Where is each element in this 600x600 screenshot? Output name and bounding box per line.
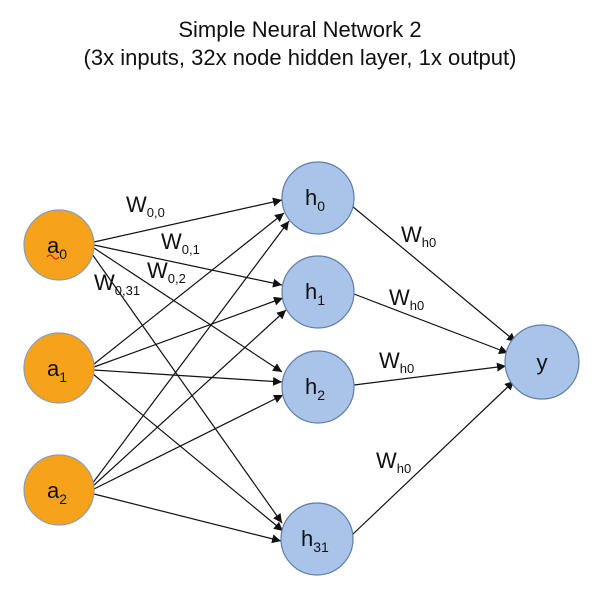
weight-label-w00: W0,0: [126, 192, 165, 220]
node-label-sub: 2: [317, 387, 325, 403]
node-label-base: y: [537, 350, 548, 375]
svg-text:h31: h31: [301, 526, 329, 555]
svg-text:h2: h2: [305, 374, 325, 403]
svg-text:a2: a2: [47, 478, 67, 507]
weight-labels: W0,0 W0,1 W0,2 W0,31 Wh0 Wh0 Wh0 Wh0: [94, 192, 436, 476]
input-node-a2: a2: [23, 454, 95, 526]
edge-a1-h31: [92, 373, 284, 532]
edge-a1-h1: [93, 296, 284, 368]
hidden-node-h31: h31: [280, 502, 354, 576]
edge-a2-h31: [93, 493, 282, 544]
input-node-a1: a1: [23, 332, 95, 404]
node-label-base: h: [305, 374, 317, 399]
edge-a0-h2: [93, 247, 283, 373]
node-label-sub: 1: [317, 292, 325, 308]
edge-a2-h2: [93, 394, 284, 490]
node-label-base: a: [47, 233, 60, 258]
hidden-layer: h0 h1 h2 h31: [280, 161, 355, 576]
weight-label-w02: W0,2: [147, 258, 186, 286]
output-node-y: y: [504, 324, 580, 400]
hidden-node-h2: h2: [281, 350, 355, 424]
hidden-node-h0: h0: [281, 161, 355, 235]
input-node-a0: a0: [23, 209, 95, 281]
node-label-sub: 0: [317, 198, 325, 214]
edge-a0-h1: [93, 244, 283, 288]
edge-h2-y: [353, 362, 507, 386]
node-label-sub: 31: [313, 539, 329, 555]
edge-a1-h2: [93, 369, 283, 386]
hidden-node-h1: h1: [281, 255, 355, 329]
node-label-sub: 0: [59, 246, 67, 262]
input-layer: a0 a1 a2: [23, 209, 95, 526]
node-label-sub: 1: [59, 369, 67, 385]
svg-text:a0: a0: [47, 233, 67, 262]
edge-h0-y: [351, 205, 517, 343]
node-label-base: h: [305, 185, 317, 210]
node-label-base: h: [305, 279, 317, 304]
node-label-base: a: [47, 478, 60, 503]
weight-label-w01: W0,1: [161, 229, 200, 257]
diagram-subtitle: (3x inputs, 32x node hidden layer, 1x ou…: [83, 45, 517, 70]
edge-a0-h0: [93, 197, 283, 243]
spellcheck-underline: [46, 254, 60, 260]
edge-a2-h1: [92, 309, 287, 487]
weight-label-wh-b: Wh0: [389, 285, 424, 313]
svg-text:a1: a1: [47, 356, 67, 385]
input-hidden-edges: [91, 197, 290, 544]
diagram-title: Simple Neural Network 2: [178, 17, 422, 42]
weight-label-w031: W0,31: [94, 270, 140, 298]
hidden-output-edges: [351, 205, 517, 536]
edge-h1-y: [353, 293, 509, 354]
node-label-base: h: [301, 526, 313, 551]
weight-label-wh-a: Wh0: [401, 222, 436, 250]
svg-text:h0: h0: [305, 185, 325, 214]
edge-a0-h31: [91, 253, 283, 524]
edge-h31-y: [351, 380, 515, 536]
weight-label-wh-c: Wh0: [379, 348, 414, 376]
edge-a1-h0: [93, 212, 285, 365]
edge-a2-h0: [91, 220, 290, 485]
weight-label-wh-d: Wh0: [376, 448, 411, 476]
node-label-sub: 2: [59, 491, 67, 507]
svg-text:h1: h1: [305, 279, 325, 308]
node-label-base: a: [47, 356, 60, 381]
